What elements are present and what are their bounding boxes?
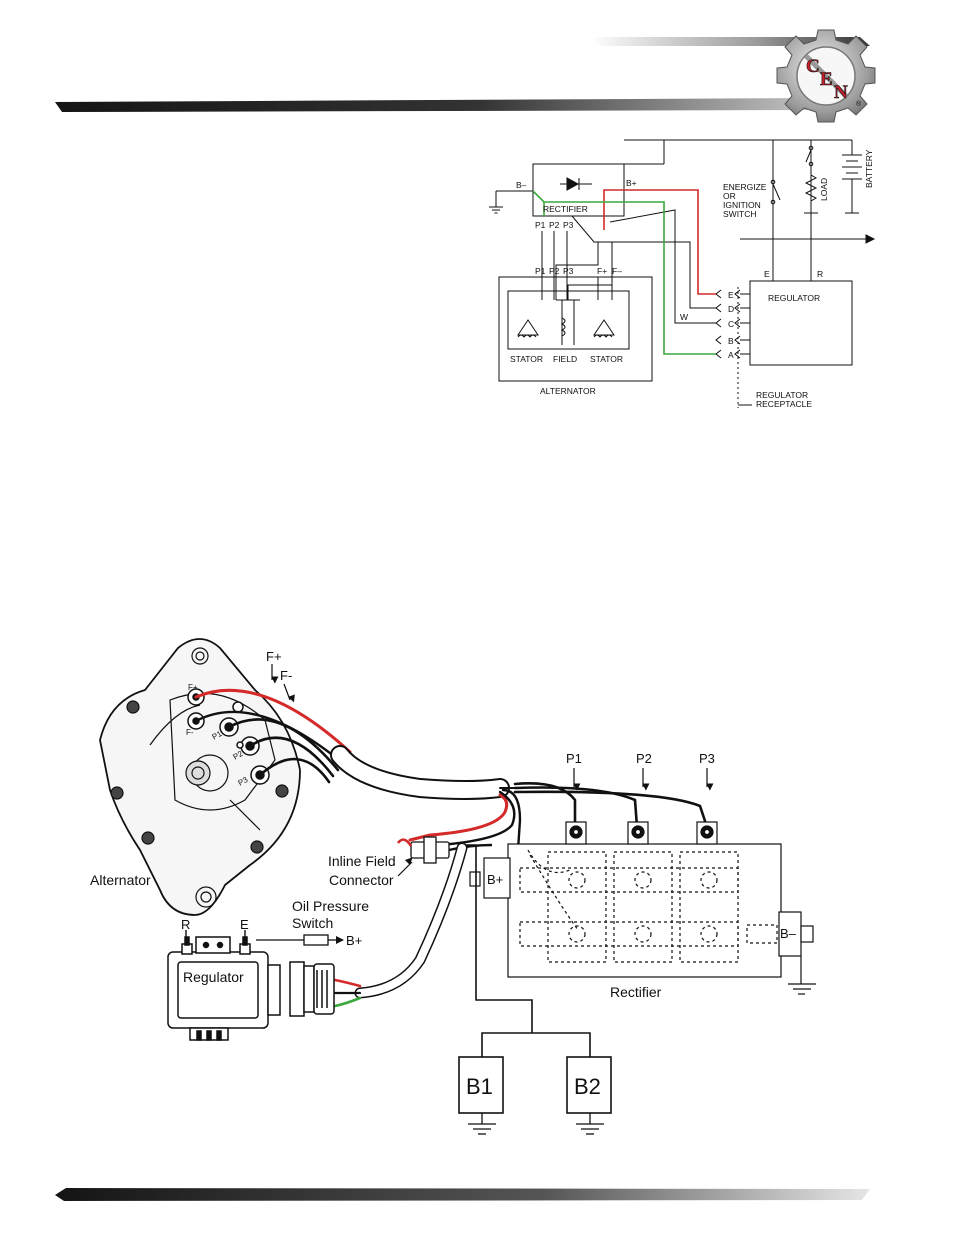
schematic-rect-p1: P1 [535,220,546,230]
battery-b2: B2 [567,1057,611,1134]
oil-pressure-switch [256,935,344,945]
schematic-w-label: W [680,312,688,322]
logo-letter-n: N [834,82,848,103]
schematic-alt-p1: P1 [535,266,546,276]
battery-b1-label: B1 [466,1074,493,1099]
inline-field-arrow-icon [398,862,412,876]
cen-logo: C E N ® [777,30,875,122]
oil-switch-b-plus: B+ [346,933,362,948]
logo-letter-e: E [820,69,833,90]
stator-right-coil-icon [594,320,614,337]
schematic-reg-e: E [764,269,770,279]
schematic-battery-label: BATTERY [864,149,874,188]
regulator-e-label: E [240,917,249,932]
schematic-pin-c: C [728,319,734,329]
field-coil-icon [556,300,580,345]
schematic-load-label: LOAD [819,178,829,201]
alt-term-f-plus: F+ [188,683,198,692]
rectifier-label: Rectifier [610,984,662,1000]
schematic-pin-e: E [728,290,734,300]
alt-term-f-minus: F- [186,728,194,737]
p1-label: P1 [566,751,582,766]
rect-b-plus-label: B+ [487,872,503,887]
oil-switch-label-line2: Switch [292,915,333,931]
schematic-rect-p2: P2 [549,220,560,230]
rect-b-minus-label: B– [780,926,797,941]
schematic-alt-p3: P3 [563,266,574,276]
battery-b2-label: B2 [574,1074,601,1099]
schematic-switch-line4: SWITCH [723,209,757,219]
inline-field-label-line2: Connector [329,872,394,888]
load-switch-icon [806,146,813,166]
diode-icon [560,178,592,190]
registered-mark: ® [856,100,862,108]
schematic-stator-left: STATOR [510,354,543,364]
schematic-alt-f-minus: F– [612,266,622,276]
f-minus-arrow-icon [284,684,290,700]
f-minus-label: F- [280,668,292,683]
schematic-labels: B– B+ RECTIFIER P1 P2 P3 P1 P2 P3 F+ F– … [510,149,874,409]
alternator-label: Alternator [90,872,151,888]
inline-field-label-line1: Inline Field [328,853,396,869]
f-plus-label: F+ [266,649,282,664]
regulator-label: Regulator [183,969,244,985]
schematic-stator-right: STATOR [590,354,623,364]
battery-b1: B1 [459,1057,503,1134]
schematic-rect-p3: P3 [563,220,574,230]
schematic-reg-r: R [817,269,823,279]
p2-label: P2 [636,751,652,766]
schematic-field: FIELD [553,354,577,364]
schematic-regulator-label: REGULATOR [768,293,820,303]
schematic-receptacle-line2: RECEPTACLE [756,399,812,409]
battery-icon [842,155,862,213]
header [55,37,870,112]
rectifier-assembly [470,822,816,994]
schematic-b-plus: B+ [626,178,637,188]
schematic-pin-a: A [728,350,734,360]
schematic-pin-b: B [728,336,734,346]
wiring-illustration: F+ F- P1 P2 P3 F+ F- P1 [90,639,816,1134]
regulator-unit [168,937,334,1040]
schematic-alt-p2: P2 [549,266,560,276]
regulator-r-label: R [181,917,190,932]
schematic-pin-d: D [728,304,734,314]
oil-switch-label-line1: Oil Pressure [292,898,369,914]
stator-left-coil-icon [518,320,538,337]
rectifier-plate [508,844,781,977]
p3-label: P3 [699,751,715,766]
battery-wiring [476,1000,590,1058]
b-plus-arrow-icon [336,936,344,944]
schematic-b-minus: B– [516,180,527,190]
header-bar [55,98,826,112]
schematic-alternator-label: ALTERNATOR [540,386,596,396]
schematic-alt-f-plus: F+ [597,266,607,276]
logo-letter-c: C [806,56,820,77]
schematic-rectifier-label: RECTIFIER [543,204,588,214]
footer-bar [55,1188,870,1201]
